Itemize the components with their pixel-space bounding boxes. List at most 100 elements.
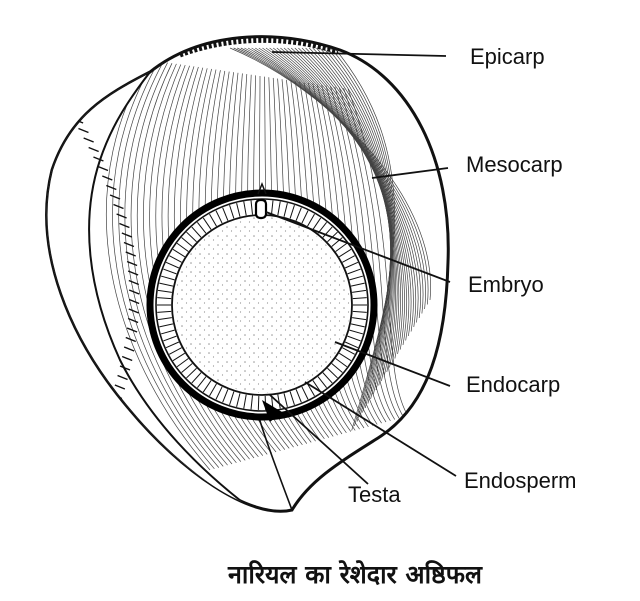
- endocarp-tick: [181, 363, 193, 373]
- endocarp-tick: [186, 231, 197, 243]
- epicarp-hatch: [121, 232, 133, 238]
- endocarp-tick: [222, 389, 229, 403]
- endocarp-tick: [322, 226, 333, 238]
- mesocarp-fibre: [326, 47, 393, 422]
- leader-mesocarp: [371, 167, 449, 179]
- endocarp-tick: [229, 391, 235, 406]
- endocarp-tick: [322, 372, 333, 384]
- endocarp-tick: [243, 201, 247, 216]
- endocarp-tick: [295, 207, 302, 221]
- endocarp-tick: [191, 372, 202, 384]
- epicarp-hatch: [90, 450, 102, 457]
- endocarp-tick: [172, 352, 186, 362]
- epicarp-hatch: [128, 279, 140, 286]
- endocarp-tick: [283, 202, 288, 217]
- epicarp-hatch: [108, 403, 120, 409]
- endocarp-tick: [176, 358, 189, 368]
- endocarp-tick: [347, 268, 361, 275]
- mesocarp-fibre: [334, 47, 395, 431]
- endocarp-tick: [172, 248, 186, 258]
- epicarp-hatch: [61, 99, 73, 105]
- endocarp-tick: [335, 358, 348, 368]
- endocarp-tick: [250, 200, 253, 215]
- endocarp-tick: [347, 335, 361, 342]
- endocarp-tick: [159, 323, 174, 328]
- epicarp-hatch: [114, 384, 126, 390]
- endocarp-tick: [317, 376, 328, 389]
- endocarp-tick: [202, 217, 212, 230]
- epicarp-hatch: [94, 441, 106, 447]
- endocarp-tick: [229, 204, 235, 219]
- epicarp-hatch: [119, 365, 131, 371]
- epicarp-hatch: [126, 260, 138, 267]
- epicarp-hatch: [83, 137, 94, 143]
- epicarp-hatch: [128, 298, 140, 305]
- label-endocarp: Endocarp: [466, 372, 560, 397]
- endocarp-tick: [209, 213, 217, 227]
- epicarp-hatch: [119, 222, 130, 229]
- epicarp-hatch: [86, 460, 98, 466]
- endocarp-tick: [163, 335, 177, 342]
- endocarp-tick: [160, 329, 175, 335]
- epicarp-hatch: [126, 327, 138, 333]
- epicarp-hatch: [116, 213, 127, 219]
- endocarp-tick: [352, 289, 367, 293]
- mesocarp-fibre: [247, 47, 419, 323]
- endocarp-tick: [159, 282, 174, 287]
- endocarp-tick: [350, 323, 365, 328]
- epicarp-hatch: [109, 194, 121, 200]
- epicarp-hatch: [123, 241, 135, 248]
- epicarp-hatch: [67, 108, 78, 115]
- endocarp-tick: [331, 363, 343, 373]
- label-embryo: Embryo: [468, 272, 544, 297]
- epicarp-hatch: [93, 156, 104, 162]
- endocarp-tick: [160, 275, 175, 281]
- endocarp-tick: [307, 213, 315, 227]
- endocarp-tick: [157, 297, 172, 300]
- endocarp-tick: [338, 352, 352, 362]
- epicarp-hatch: [82, 469, 94, 476]
- endocarp-tick: [157, 289, 172, 293]
- label-endosperm: Endosperm: [464, 468, 577, 493]
- endocarp-tick: [342, 255, 355, 263]
- endocarp-tick: [331, 237, 343, 247]
- epicarp-hatch: [102, 175, 113, 181]
- leader-endosperm: [304, 381, 457, 477]
- epicarp-hatch: [128, 289, 140, 295]
- endocarp-tick: [209, 383, 217, 397]
- mesocarp-fibre: [233, 47, 429, 305]
- endocarp-tick: [181, 237, 193, 247]
- endocarp-tick: [196, 221, 207, 234]
- endosperm: [171, 214, 353, 396]
- endocarp-tick: [335, 242, 348, 252]
- mesocarp-fibre: [130, 62, 228, 466]
- leader-embryo: [265, 211, 451, 283]
- endocarp-tick: [165, 261, 180, 269]
- mesocarp-fibre: [330, 47, 394, 427]
- figure-caption: नारियल का रेशेदार अष्ठिफल: [227, 560, 483, 589]
- endocarp-tick: [169, 255, 182, 263]
- epicarp-hatch: [101, 422, 113, 428]
- epicarp-hatch: [88, 146, 99, 153]
- mesocarp-fibre: [301, 47, 392, 391]
- mesocarp-fibre: [308, 47, 392, 400]
- epicarp-hatch: [125, 251, 136, 257]
- endocarp-tick: [176, 242, 189, 252]
- endocarp-tick: [243, 394, 247, 409]
- endocarp-tick: [352, 297, 367, 300]
- endocarp-tick: [215, 210, 223, 224]
- endocarp-tick: [350, 282, 365, 287]
- leader-testa: [269, 394, 369, 485]
- epicarp-hatch: [127, 317, 139, 324]
- endocarp-tick: [301, 210, 309, 224]
- endocarp-tick: [163, 268, 177, 275]
- endocarp-tick: [344, 261, 359, 269]
- epicarp-hatch: [106, 184, 117, 191]
- endocarp-tick: [169, 347, 182, 355]
- endocarp-tick: [338, 248, 352, 258]
- endocarp-tick: [344, 341, 359, 349]
- epicarp-hatch: [98, 431, 109, 438]
- endocarp-tick: [196, 376, 207, 389]
- endocarp-tick: [271, 200, 274, 215]
- mesocarp-fibre: [143, 63, 237, 464]
